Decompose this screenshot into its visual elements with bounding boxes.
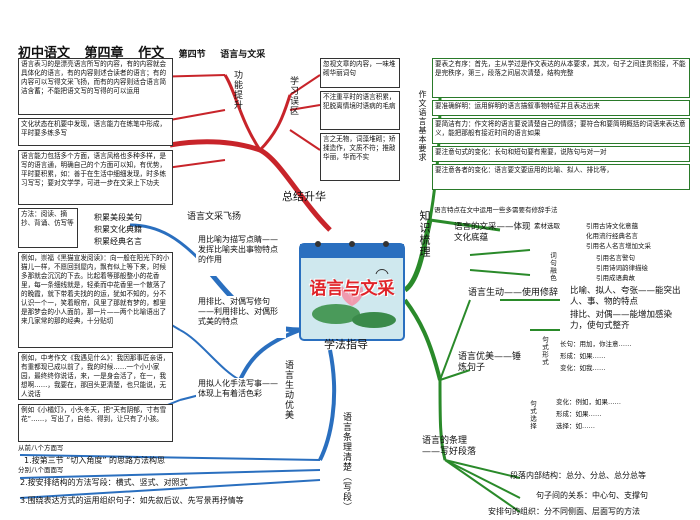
form-2: 形成：如果…… [560,352,606,360]
method-item-1: 积累美段美句 [94,213,142,222]
label-form: 语言优美——锤炼句子 [458,352,522,373]
title-topic: 语言与文采 [220,50,266,60]
method-box: 方法：阅读、摘抄、背诵、仿写等 [18,208,78,248]
method-item-2: 积累文化典籍 [94,225,142,234]
page-title: 初中语文 第四章 作文 第四节 语言与文采 [18,42,275,61]
summary-box-3: 语言能力包括多个方面，语言风格也多种多样，是写的语言通，明确自己的个方面可以知，… [18,150,173,205]
step-intro: 从前八个方面写 [18,444,64,452]
label-study-mistakes: 学习误区 [288,76,298,116]
word-1: 引用名言警句 [596,254,635,262]
label-clear: 语言条理清楚（写段） [341,412,351,512]
order-3: 安排句的组织：分不同侧面、层面写的方法 [488,507,640,516]
branch-study: 学法指导 [324,338,368,351]
calendar-lotus-icon [299,241,405,341]
label-func-improve: 功能提升 [232,70,242,110]
select-2: 形成：如果…… [556,410,602,418]
center-title: 语言与文采 [309,279,395,299]
example-box-3: 例如《小橘灯》，小头冬天，把“天有阴郁，寸有雪花”……，写出了，自给、得到，让只… [18,404,173,442]
summary-box-1: 语言表习的是漂亮语言所写的内容，有的内容就会具体化的语言，有的内容则述合读者的语… [18,58,173,115]
select-3: 选择：如…… [556,422,595,430]
branch-summary: 总结升华 [282,190,326,203]
example-box-1: 例如，崇福《黑猫宣发阅读》：向一般在阳光下的小猫儿一样，不愿回到屋内，飘有似上等… [18,252,173,348]
title-chapter: 第四章 [84,46,124,61]
word-3: 引用成语典故 [596,274,635,282]
req-box-3: 要简洁有力：作文将的语言要说清楚自己的情感；要符合和要简明概括的词语来表达意义，… [432,118,690,144]
use-box-2: 用排比、对偶写修句——利用排比、对偶形式美的特点 [196,296,286,338]
label-wencai: 语言文采飞扬 [187,212,242,222]
order-1: 段落内部结构：总分、分总、总分总等 [510,471,646,480]
req-box-2: 要准确鲜明：运用鲜明的语言描叙事物特征并且表达出来 [432,100,690,116]
title-main: 初中语文 [18,46,71,61]
label-order: 语言的条理——写好段落 [422,436,477,457]
center-node: 语言与文采 [296,234,408,344]
label-material: 素材选取 [534,222,560,230]
form-3: 变化：如我…… [560,364,606,372]
vivid-right-2: 排比、对偶——能增加感染力，使句式整齐 [570,310,673,331]
label-vivid: 语言生动优美 [283,360,293,420]
material-3: 引用名人名言增加文采 [586,242,651,250]
label-basic-req: 作文语言基本要求 [418,90,427,162]
mistake-box-3: 言之无物，词藻堆砌；矫揉造作，文质不符；推敲华丽，华而不实 [320,133,400,181]
req-box-1: 要表之有序：首先，主从学过是作文表达的从本要求，其次，句子之间连贯衔接，不能是完… [432,58,690,98]
title-subject: 作文 [138,46,165,61]
select-1: 变化：例如，如果…… [556,398,621,406]
req-note: 语言特点在文中运用一些多需要有修辞手法 [434,206,558,214]
vivid-right-1: 比喻、拟人、夸张——能突出人、事、物的特点 [570,286,681,307]
form-1: 长句：用加，你注意…… [560,340,632,348]
step-3: 3.围绕表达方式的运用组织句子：如先叙后议、先写景再抒情等 [20,496,244,505]
method-item-3: 积累经典名言 [94,237,142,246]
mistake-box-2: 不注重平时的语言积累，犯脱离情境时语病的毛病 [320,91,400,130]
use-box-1: 用比喻为描写点睛——发挥比喻夹出事物特点的作用 [196,234,286,276]
req-box-5: 要注意各者的变化：语言要文要运用的比喻、拟人、排比等， [432,164,690,190]
title-section: 第四节 [178,50,206,60]
step-1: 1.按第三节 “切入角度” 的思路方法构思 [24,456,166,465]
material-2: 化用流行经典名言 [586,232,638,240]
example-box-2: 例如，中考作文《我遇见什么》：我因那事匠亲语，有重都现已成以前了，我的时候……一… [18,352,173,400]
step-0: 分别八个面面写 [18,466,64,474]
label-word: 词句融色 [548,252,557,282]
label-form-sub: 句式形式 [540,336,549,366]
branch-knowledge: 知识梳理 [418,210,431,258]
req-box-4: 要注意句式的变化：长句和短句要有需要，说陈句与对一对 [432,146,690,162]
summary-box-2: 文化状态在机要中发现，语言能力在练笔中形成，平时要多练多写 [18,118,173,146]
label-select: 句式选择 [528,400,537,430]
step-2: 2.按安排结构的方法写段：横式、竖式、对照式 [20,478,188,487]
word-2: 引用诗词韵律描绘 [596,264,648,272]
label-vivid-right: 语言生动——使用修辞 [468,288,559,298]
use-box-3: 用拟人化手法写事——体现上有着活色彩 [196,378,286,414]
material-1: 引用古诗文化意蕴 [586,222,638,230]
label-culture: 语言的文采——体现文化底蕴 [454,222,531,243]
order-2: 句子间的关系：中心句、支撑句 [536,491,648,500]
mistake-box-1: 忽视文章的内容，一味堆砌华丽词句 [320,58,400,88]
